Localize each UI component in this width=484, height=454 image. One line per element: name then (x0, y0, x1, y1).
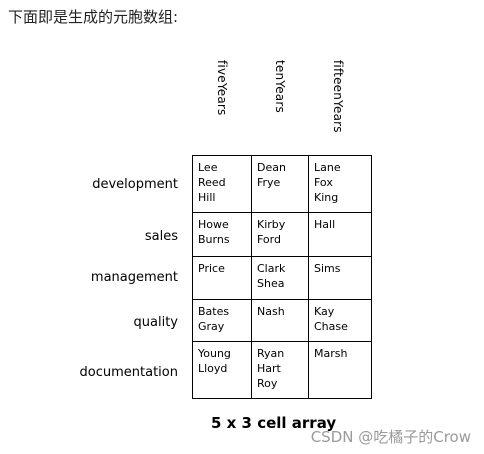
table-row: Price Clark Shea Sims (192, 256, 372, 300)
table-cell: Nash (251, 299, 309, 342)
csdn-watermark: CSDN @吃橘子的Crow (310, 428, 471, 446)
column-header-ten-years: tenYears (252, 60, 308, 148)
row-label-quality: quality (133, 315, 178, 330)
table-cell: Kirby Ford (251, 212, 309, 257)
table-cell: Lane Fox King (308, 155, 372, 213)
column-header-label: fifteenYears (331, 60, 345, 133)
cell-array-table: Lee Reed Hill Dean Frye Lane Fox King Ho… (192, 155, 372, 399)
table-cell: Bates Gray (192, 299, 252, 342)
row-label-development: development (92, 177, 178, 192)
table-cell: Young Lloyd (192, 341, 252, 399)
table-cell: Lee Reed Hill (192, 155, 252, 213)
table-cell: Kay Chase (308, 299, 372, 342)
row-label-sales: sales (144, 229, 178, 244)
row-label-management: management (90, 270, 178, 285)
column-header-label: fiveYears (215, 60, 229, 116)
table-cell: Ryan Hart Roy (251, 341, 309, 399)
table-row: Young Lloyd Ryan Hart Roy Marsh (192, 341, 372, 399)
table-cell: Sims (308, 256, 372, 300)
row-label-documentation: documentation (79, 365, 178, 380)
table-cell: Howe Burns (192, 212, 252, 257)
column-header-fifteen-years: fifteenYears (310, 60, 366, 148)
table-row: Howe Burns Kirby Ford Hall (192, 212, 372, 257)
table-cell: Price (192, 256, 252, 300)
table-row: Lee Reed Hill Dean Frye Lane Fox King (192, 155, 372, 213)
table-cell: Dean Frye (251, 155, 309, 213)
table-cell: Marsh (308, 341, 372, 399)
intro-text: 下面即是生成的元胞数组: (8, 8, 179, 26)
column-header-five-years: fiveYears (194, 60, 250, 148)
table-row: Bates Gray Nash Kay Chase (192, 299, 372, 342)
column-header-label: tenYears (273, 60, 287, 113)
table-cell: Clark Shea (251, 256, 309, 300)
table-caption: 5 x 3 cell array (211, 414, 337, 432)
table-cell: Hall (308, 212, 372, 257)
